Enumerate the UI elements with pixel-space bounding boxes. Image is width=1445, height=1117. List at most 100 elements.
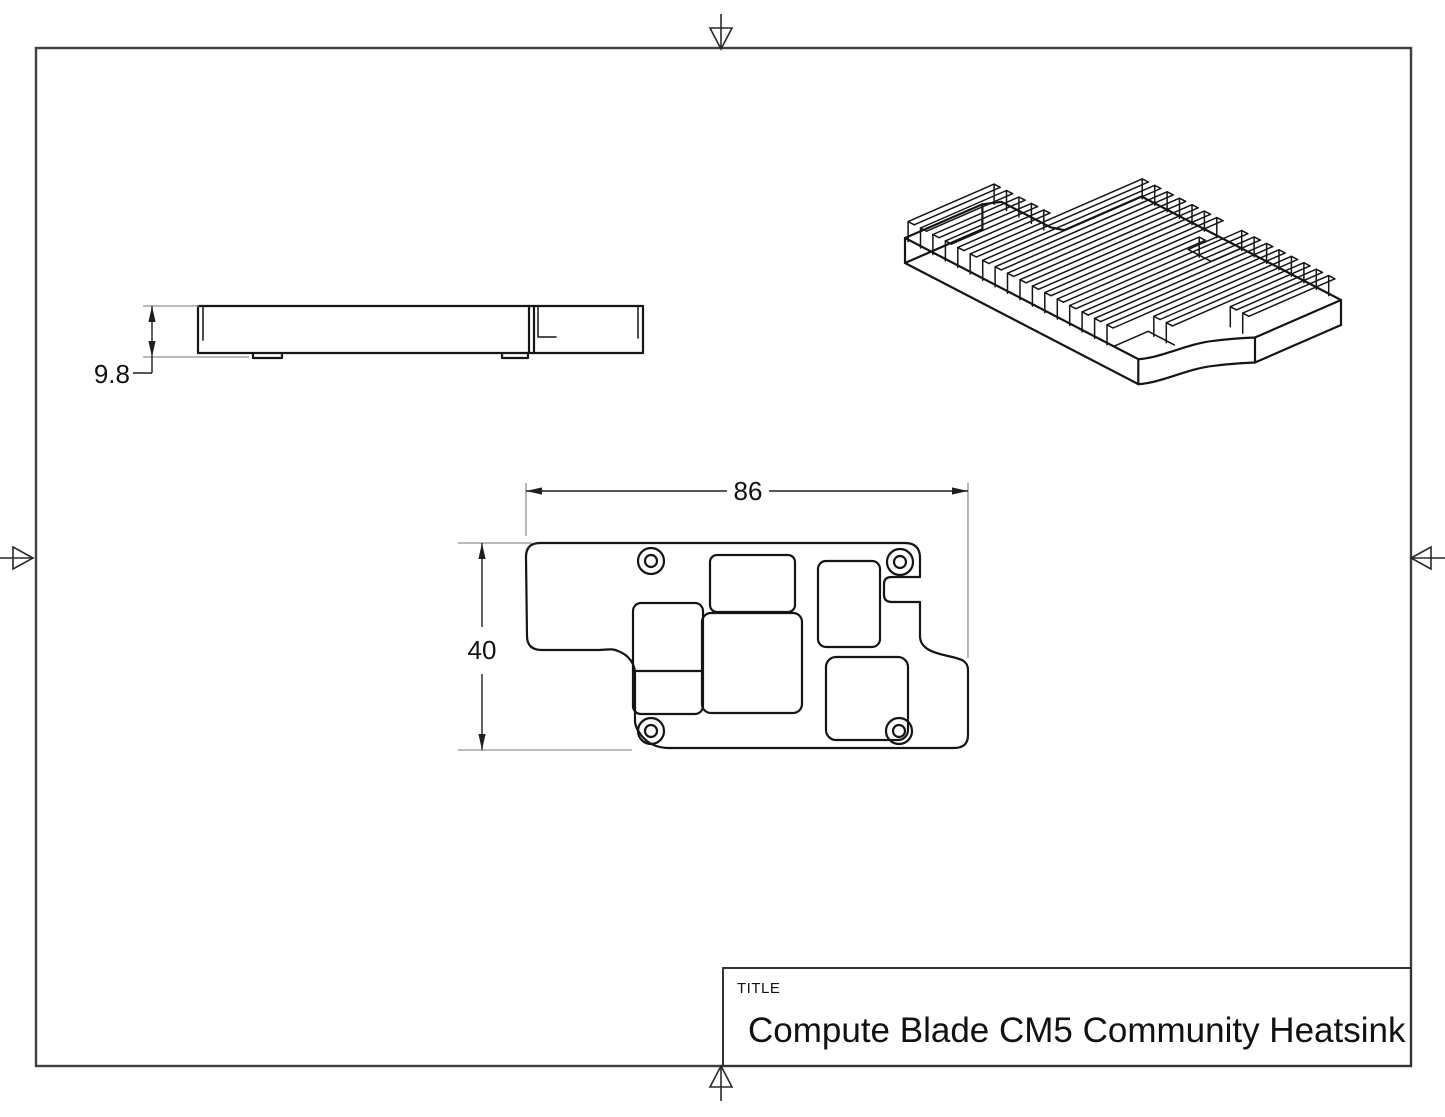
heatsink-fin <box>1006 272 1015 278</box>
heatsink-fin <box>919 227 928 232</box>
heatsink-fin <box>1030 202 1039 208</box>
bottom-view-height-dimension: 40 <box>458 542 632 751</box>
heatsink-fin <box>1241 312 1250 318</box>
heatsink-fin <box>1253 236 1262 241</box>
heatsink-fin <box>1153 255 1293 338</box>
heatsink-fin <box>907 220 915 226</box>
heatsink-fin <box>925 192 1014 232</box>
heatsink-fin <box>907 183 995 243</box>
title-block: TITLE Compute Blade CM5 Community Heatsi… <box>722 967 1412 1067</box>
heatsink-fin <box>1229 268 1318 328</box>
heatsink-fin <box>950 205 1039 245</box>
heatsink-fin <box>1081 236 1255 333</box>
center-mark-right <box>1409 545 1445 571</box>
mounting-hole <box>885 547 915 577</box>
heatsink-fin <box>1012 200 1187 278</box>
heatsink-fin <box>1171 265 1311 327</box>
heatsink-fin <box>1075 232 1249 310</box>
heatsink-fin <box>1165 261 1305 344</box>
pocket <box>708 553 797 614</box>
heatsink-fin <box>1068 304 1077 310</box>
heatsink-fin <box>932 233 940 239</box>
heatsink-fin <box>994 266 1002 271</box>
mounting-hole <box>636 716 666 746</box>
dimension-9-8: 9.8 <box>94 359 130 389</box>
heatsink-fin <box>944 202 1033 262</box>
heatsink-fin <box>1044 291 1052 297</box>
heatsink-fin <box>1106 249 1280 346</box>
heatsink-fin <box>1112 252 1286 329</box>
heatsink-fin <box>1265 242 1274 248</box>
heatsink-fin <box>1056 298 1065 303</box>
iso-base-outline <box>903 228 1343 386</box>
heatsink-fin <box>1050 219 1224 297</box>
heatsink-fin <box>1315 268 1324 274</box>
side-view-drawing <box>196 304 645 360</box>
heatsink-fin <box>981 184 1156 282</box>
heatsink-fin <box>1166 191 1174 196</box>
heatsink-fin <box>1056 236 1200 320</box>
heatsink-fin <box>1025 207 1199 284</box>
heatsink-fin <box>1019 203 1193 301</box>
heatsink-fin <box>1327 274 1336 280</box>
heatsink-fin <box>1241 274 1330 334</box>
heatsink-fin <box>1106 324 1114 329</box>
heatsink-fin <box>1081 311 1090 316</box>
iso-front-notch <box>1113 330 1176 348</box>
heatsink-fin <box>975 181 1150 258</box>
heatsink-fin <box>1068 229 1243 327</box>
heatsink-fin <box>1099 245 1274 323</box>
heatsink-fin <box>1141 178 1150 183</box>
heatsink-fin <box>1000 194 1174 271</box>
heatsink-fin <box>993 183 1001 189</box>
heatsink-fin <box>1191 203 1199 209</box>
heatsink-fin <box>969 253 978 258</box>
center-mark-top <box>708 14 734 51</box>
iso-top-outline <box>903 195 1343 361</box>
mounting-hole <box>636 546 666 576</box>
isometric-view-drawing <box>903 178 1343 386</box>
dimension-86: 86 <box>734 476 763 506</box>
heatsink-fin <box>1216 216 1224 222</box>
center-mark-left <box>0 545 35 571</box>
heatsink-fin <box>981 259 990 265</box>
heatsink-fin <box>1019 278 1027 284</box>
heatsink-fin <box>1240 229 1249 235</box>
heatsink-fin <box>1062 239 1207 303</box>
bottom-view-drawing <box>524 541 970 750</box>
heatsink-fin <box>913 186 1001 226</box>
heatsink-fin <box>994 191 1168 288</box>
heatsink-fin <box>1178 197 1187 203</box>
heatsink-fin <box>932 196 1020 256</box>
heatsink-fin <box>919 189 1008 249</box>
mounting-hole <box>884 716 914 746</box>
iso-back-notch <box>1187 235 1242 263</box>
heatsink-fin <box>938 199 1026 239</box>
side-view-height-dimension: 9.8 <box>94 305 249 389</box>
heatsink-fin <box>1303 261 1311 267</box>
heatsink-fin <box>1159 258 1299 321</box>
pocket <box>700 611 804 715</box>
heatsink-fin <box>1229 305 1238 311</box>
heatsink-fin <box>1165 321 1174 327</box>
sheet-border <box>34 46 1413 1068</box>
heatsink-fin <box>1093 242 1268 340</box>
pocket <box>816 559 882 649</box>
heatsink-fin <box>1235 271 1324 311</box>
heatsink-fin <box>957 246 965 252</box>
heatsink-fin <box>1037 213 1212 291</box>
heatsink-fin <box>944 240 953 245</box>
drawing-title: Compute Blade CM5 Community Heatsink <box>748 1011 1406 1050</box>
heatsink-fin <box>1031 210 1206 307</box>
bottom-view-width-dimension: 86 <box>525 476 969 658</box>
heatsink-fin <box>1278 249 1286 254</box>
heatsink-fin <box>1005 189 1014 195</box>
heatsink-fin <box>1031 285 1040 291</box>
heatsink-fin <box>1153 184 1162 190</box>
heatsink-fin <box>963 212 1051 252</box>
center-mark-bottom <box>708 1064 734 1101</box>
heatsink-fin <box>988 187 1162 265</box>
dimension-40: 40 <box>468 635 497 665</box>
heatsink-fin <box>1290 255 1299 261</box>
